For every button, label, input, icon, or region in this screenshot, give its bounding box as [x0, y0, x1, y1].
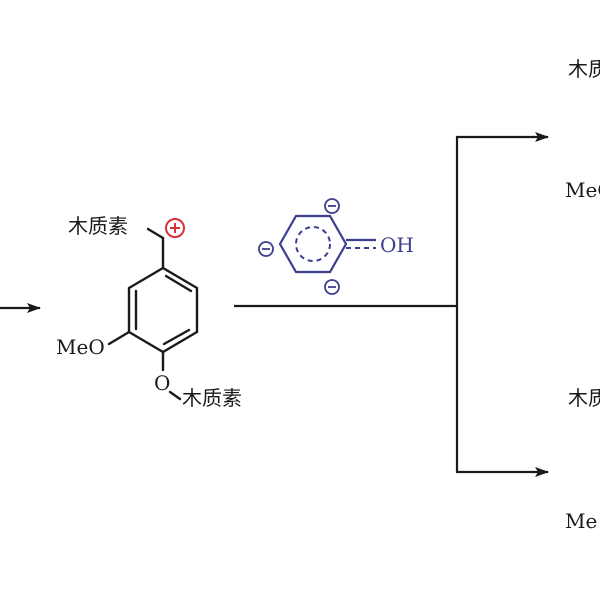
product-top-methoxy-label: MeO — [565, 178, 600, 202]
lignin-label-bottom: 木质素 — [182, 386, 242, 410]
ether-lignin-bond — [168, 390, 182, 401]
lignin-link-bond — [146, 227, 165, 240]
branching-reaction-arrow — [234, 132, 549, 477]
product-bottom-lignin-label: 木质 — [568, 386, 600, 410]
ring-double-bond — [162, 328, 191, 346]
minus-icon — [324, 279, 340, 295]
lignin-carbocation-molecule: 木质素 MeO O 木质素 — [56, 214, 242, 410]
minus-icon — [324, 198, 340, 214]
minus-icon — [258, 241, 274, 257]
product-bottom-methoxy-label: Me — [565, 509, 597, 533]
phenolate-anion: OH — [258, 198, 414, 295]
oxygen-label: O — [154, 371, 170, 395]
product-top-lignin-label: 木质 — [568, 57, 600, 81]
carbocation-plus-icon — [165, 218, 185, 238]
phenolate-ring — [278, 214, 348, 274]
methoxy-bond — [107, 330, 131, 346]
benzene-ring — [127, 266, 199, 354]
lignin-label-top: 木质素 — [68, 214, 128, 238]
delocalized-ring-dashes — [295, 226, 331, 262]
methoxy-label: MeO — [56, 335, 105, 359]
ring-double-bond — [164, 274, 193, 293]
phenol-oh-label: OH — [380, 233, 414, 257]
